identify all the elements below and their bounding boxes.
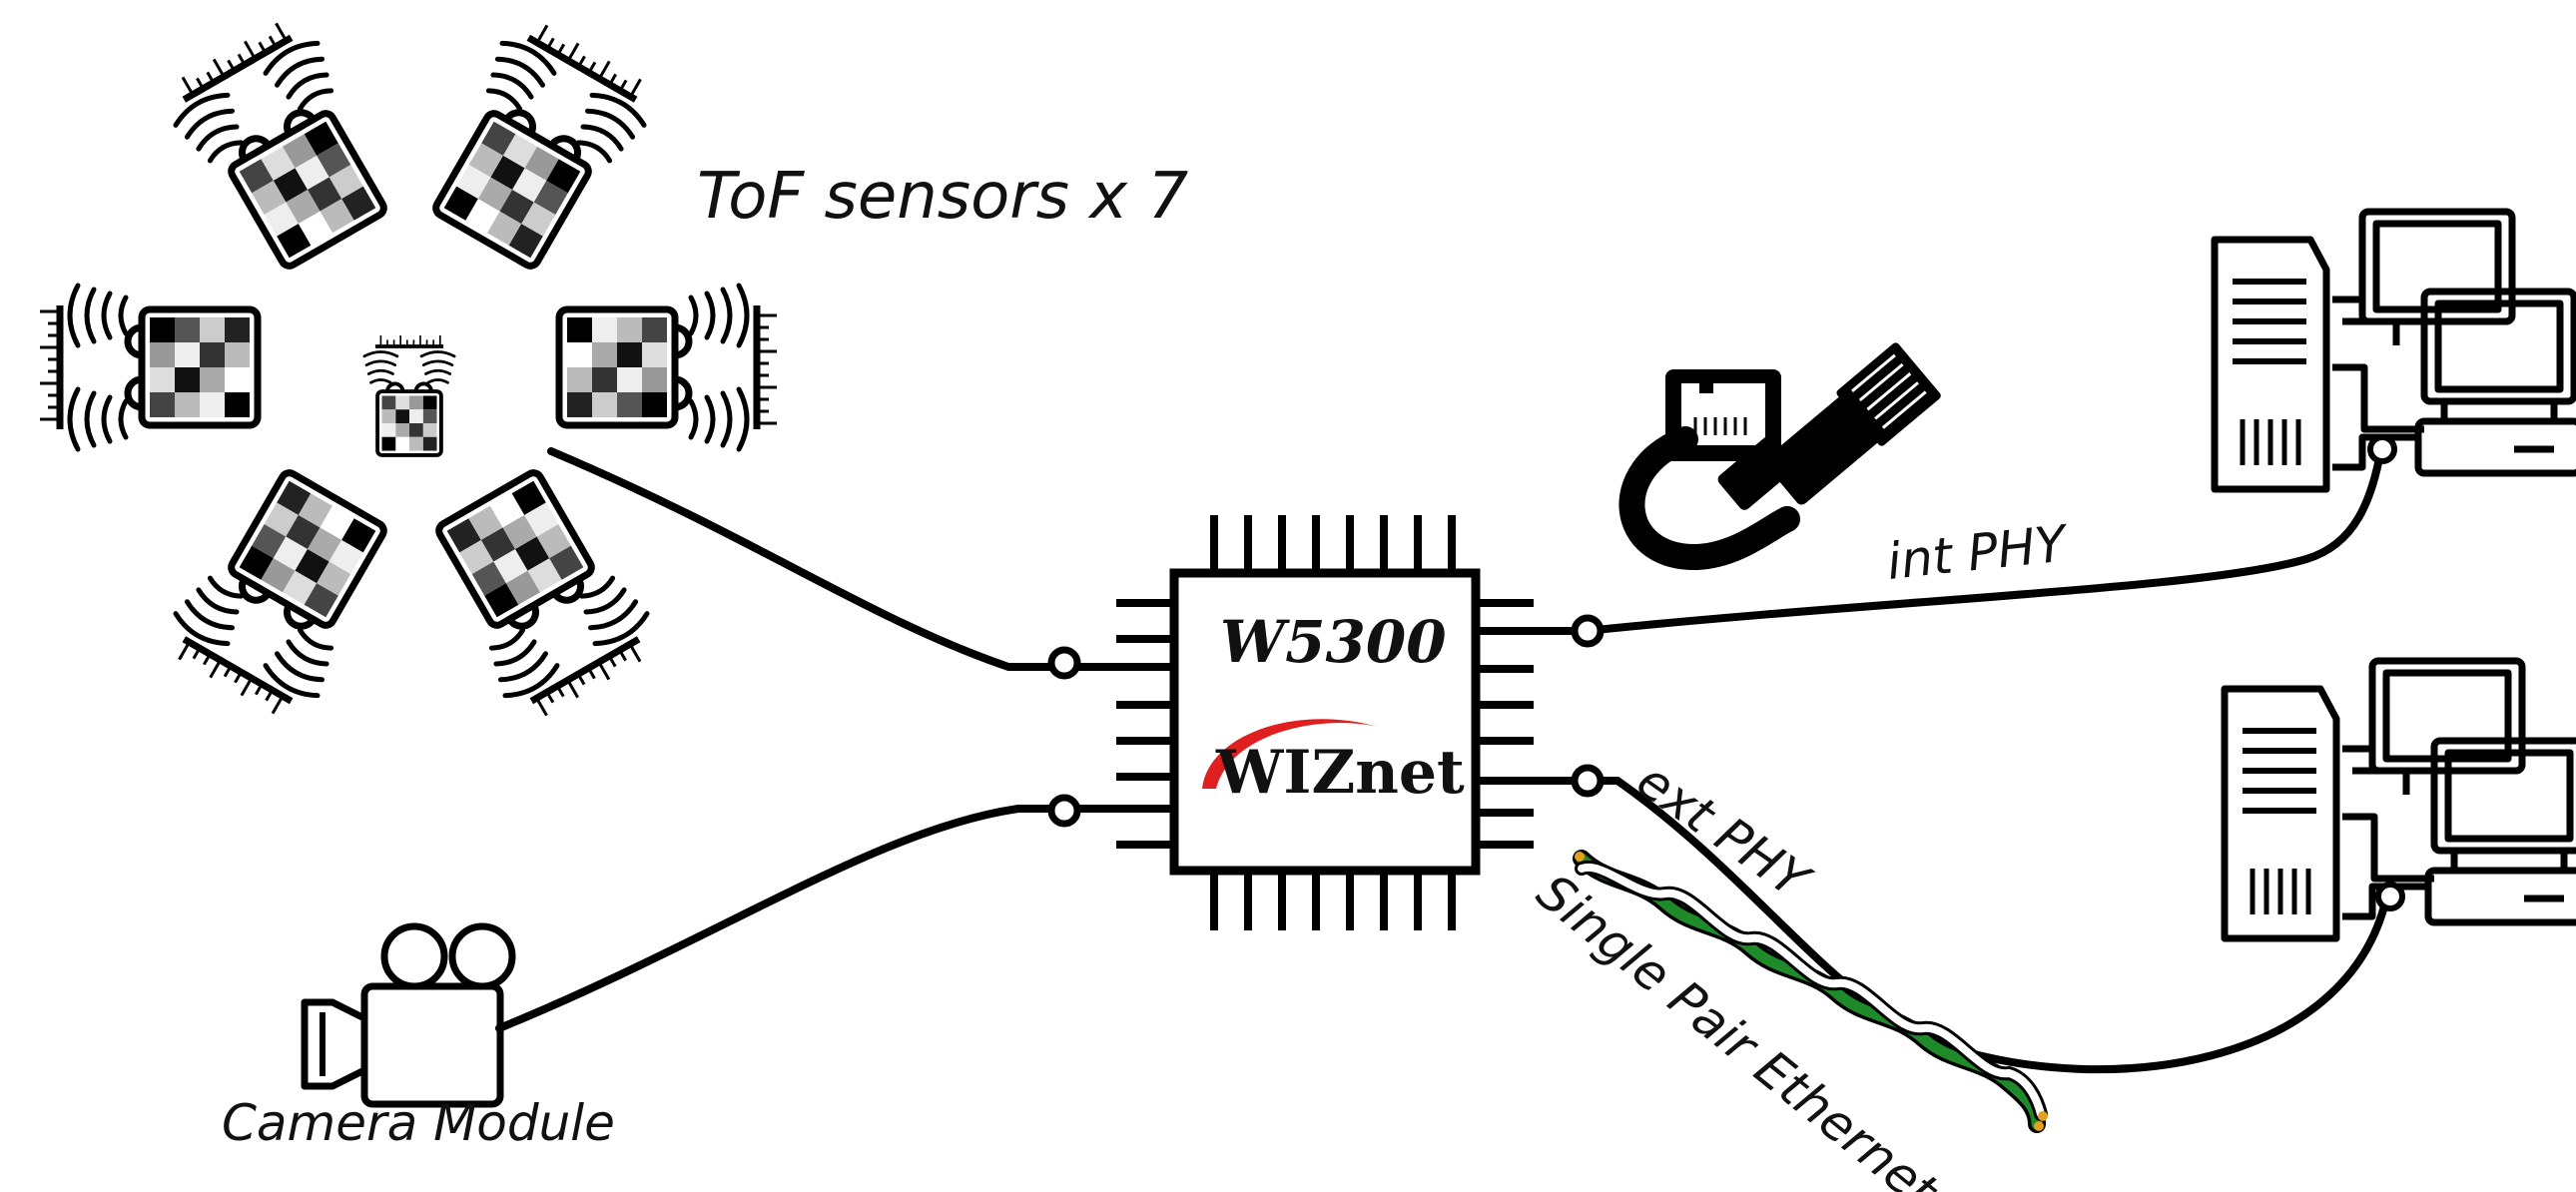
terminal-dot bbox=[2375, 882, 2405, 911]
tof-sensor-icon bbox=[412, 10, 663, 281]
int-phy-label: int PHY bbox=[1884, 514, 2072, 591]
terminal-dot bbox=[1571, 614, 1605, 648]
chip-brand: WIZnet bbox=[1215, 738, 1465, 808]
camera-label: Camera Module bbox=[222, 1094, 615, 1152]
int-phy-wire bbox=[1582, 445, 2385, 635]
rj45-plug-icon bbox=[1618, 342, 1941, 571]
terminal-dot bbox=[1047, 794, 1081, 828]
terminal-dot bbox=[1571, 764, 1605, 798]
tof-sensor-icon bbox=[361, 333, 457, 457]
sensor-wire bbox=[547, 447, 1070, 671]
camera-wire bbox=[495, 805, 1070, 1032]
camera-icon bbox=[301, 922, 516, 1108]
tof-sensor-icon bbox=[40, 286, 258, 449]
tof-sensor-icon bbox=[415, 458, 666, 729]
twisted-pair-cable-icon bbox=[1573, 850, 2048, 1133]
chip-model: W5300 bbox=[1220, 608, 1447, 676]
tof-label: ToF sensors x 7 bbox=[697, 160, 1189, 234]
tof-sensor-icon bbox=[157, 10, 407, 281]
terminal-dot bbox=[2367, 434, 2397, 464]
chip-icon bbox=[1066, 515, 1586, 930]
tof-sensor-icon bbox=[559, 286, 777, 449]
tof-sensor-icon bbox=[157, 458, 407, 729]
terminal-dot bbox=[1047, 646, 1081, 680]
